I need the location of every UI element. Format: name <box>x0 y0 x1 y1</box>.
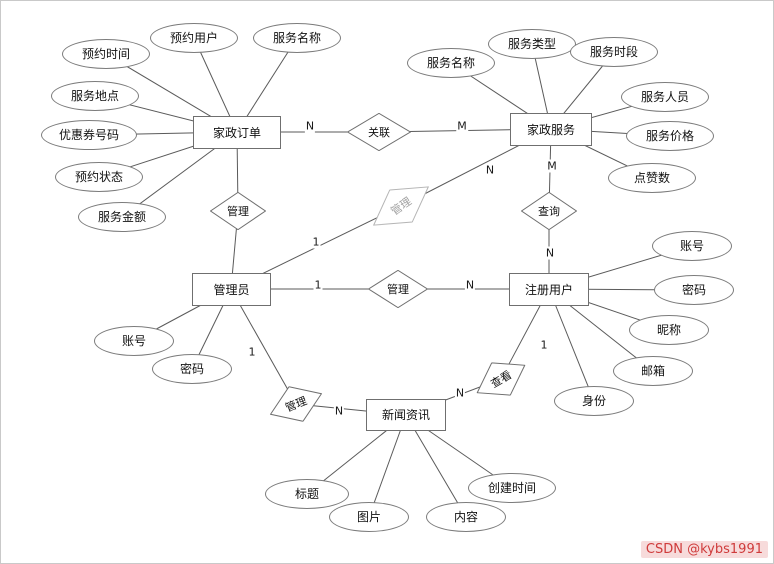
cardinality-admin-manage-service: 1 <box>311 235 321 249</box>
attribute-service-staff: 服务人员 <box>621 82 709 112</box>
attribute-service-amount: 服务金额 <box>78 202 166 232</box>
relationship-query-label: 查询 <box>538 204 560 218</box>
cardinality-service-query: M <box>546 159 558 173</box>
attribute-order-service-name: 服务名称 <box>253 23 341 53</box>
relationship-manage-news: 管理 <box>263 376 329 432</box>
attribute-service-name: 服务名称 <box>407 48 495 78</box>
relationship-manage-user-label: 管理 <box>387 282 409 296</box>
attribute-user-password: 密码 <box>654 275 734 305</box>
cardinality-manage-user-user: N <box>464 278 476 292</box>
relationship-view: 查看 <box>467 349 534 410</box>
attribute-news-image: 图片 <box>329 502 409 532</box>
relationship-manage-user: 管理 <box>368 270 428 308</box>
entity-admin: 管理员 <box>192 273 271 306</box>
attribute-service-price: 服务价格 <box>626 121 714 151</box>
cardinality-manage-news-news: N <box>333 404 345 418</box>
relationship-manage-order: 管理 <box>210 192 266 230</box>
entity-news: 新闻资讯 <box>366 399 446 431</box>
cardinality-admin-manage-user: 1 <box>313 278 323 292</box>
attribute-booking-time: 预约时间 <box>62 39 150 69</box>
attribute-user-email: 邮箱 <box>613 356 693 386</box>
cardinality-query-user: N <box>544 246 556 260</box>
entity-housekeeping-order: 家政订单 <box>193 116 281 149</box>
attribute-service-type: 服务类型 <box>488 29 576 59</box>
attribute-admin-password: 密码 <box>152 354 232 384</box>
relationship-manage-service: 管理 <box>362 170 441 242</box>
attribute-service-time-slot: 服务时段 <box>570 37 658 67</box>
cardinality-admin-manage-news: 1 <box>247 345 257 359</box>
attribute-news-content: 内容 <box>426 502 506 532</box>
attribute-booking-status: 预约状态 <box>55 162 143 192</box>
attribute-booking-user: 预约用户 <box>150 23 238 53</box>
attribute-admin-account: 账号 <box>94 326 174 356</box>
relationship-query: 查询 <box>521 192 577 230</box>
attribute-user-nickname: 昵称 <box>629 315 709 345</box>
cardinality-view-news: N <box>454 386 466 400</box>
cardinality-order-assoc: N <box>304 119 316 133</box>
attribute-news-create-time: 创建时间 <box>468 473 556 503</box>
watermark: CSDN @kybs1991 <box>640 541 768 558</box>
entity-housekeeping-service: 家政服务 <box>510 113 592 146</box>
attribute-service-location: 服务地点 <box>51 81 139 111</box>
relationship-association-label: 关联 <box>368 125 390 139</box>
cardinality-user-view: 1 <box>539 338 549 352</box>
attribute-news-title: 标题 <box>265 479 349 509</box>
relationship-manage-order-label: 管理 <box>227 204 249 218</box>
attribute-user-identity: 身份 <box>554 386 634 416</box>
cardinality-assoc-service: M <box>456 119 468 133</box>
attribute-coupon-number: 优惠券号码 <box>41 120 137 150</box>
relationship-association: 关联 <box>347 113 411 151</box>
entity-registered-user: 注册用户 <box>509 273 589 306</box>
attribute-likes-count: 点赞数 <box>608 163 696 193</box>
attribute-user-account: 账号 <box>652 231 732 261</box>
cardinality-manage-service-service: N <box>484 163 496 177</box>
